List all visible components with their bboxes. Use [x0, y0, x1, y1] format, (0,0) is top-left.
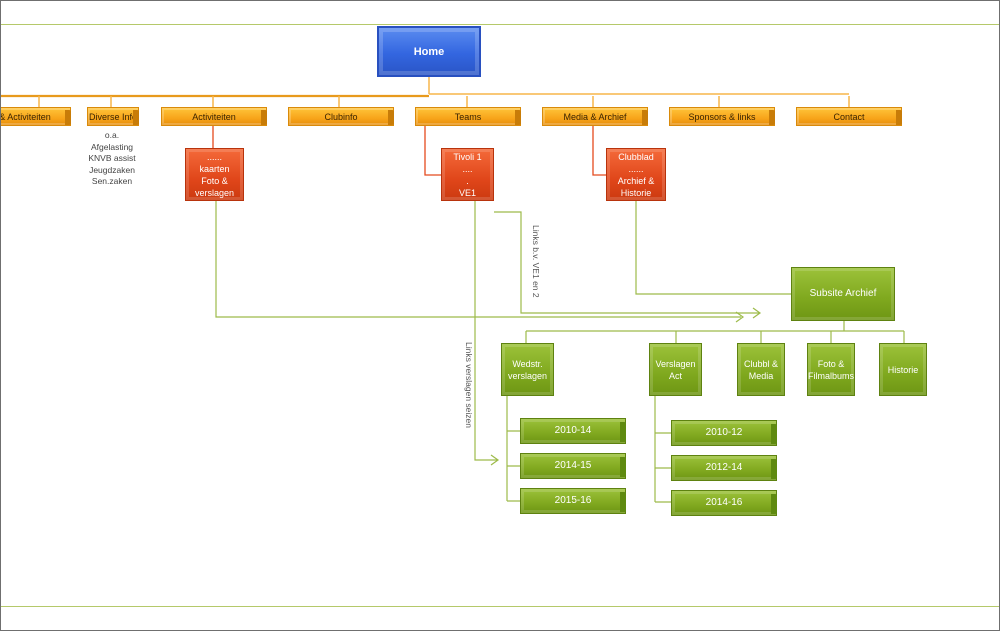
- year-box-act-2014-16: 2014-16: [671, 490, 777, 516]
- tab-activiteiten-partial: & Activiteiten: [0, 107, 71, 126]
- box-line: Act: [668, 370, 682, 381]
- tab-label: Activiteiten: [192, 111, 236, 122]
- box-line: ....: [462, 163, 473, 174]
- year-label: 2010-12: [705, 427, 743, 438]
- wedstr-verslagen-box: Wedstr. verslagen: [501, 343, 554, 396]
- year-label: 2015-16: [554, 495, 592, 506]
- box-line: ......: [628, 163, 644, 174]
- box-line: Tivoli 1: [453, 151, 482, 162]
- year-label: 2012-14: [705, 462, 743, 473]
- note-line: o.a.: [104, 130, 120, 140]
- box-line: Verslagen: [655, 358, 696, 369]
- home-label: Home: [413, 45, 445, 58]
- tab-label: Teams: [454, 111, 482, 122]
- note-line: Sen.zaken: [91, 176, 133, 186]
- year-label: 2014-16: [705, 497, 743, 508]
- home-box: Home: [377, 26, 481, 77]
- year-box-wedstr-2010-14: 2010-14: [520, 418, 626, 444]
- tab-teams: Teams: [415, 107, 521, 126]
- tab-diverse-info: Diverse Info: [87, 107, 139, 126]
- media-subbox: Clubblad ...... Archief & Historie: [606, 148, 666, 201]
- tab-clubinfo: Clubinfo: [288, 107, 394, 126]
- box-line: kaarten: [199, 163, 230, 174]
- top-rule: [1, 24, 999, 25]
- box-line: .: [466, 175, 469, 186]
- note-line: Jeugdzaken: [89, 164, 135, 175]
- bottom-rule: [1, 606, 999, 607]
- tab-activiteiten: Activiteiten: [161, 107, 267, 126]
- diverse-info-note: o.a. Afgelasting KNVB assist Jeugdzaken …: [81, 130, 143, 188]
- tab-label: & Activiteiten: [0, 111, 51, 122]
- box-line: Archief &: [617, 175, 655, 186]
- historie-box: Historie: [879, 343, 927, 396]
- box-line: verslagen: [507, 370, 548, 381]
- verslagen-act-box: Verslagen Act: [649, 343, 702, 396]
- links-ve1-label: Links b.v. VE1 en 2: [531, 225, 541, 298]
- activiteiten-subbox: ...... kaarten Foto & verslagen: [185, 148, 244, 201]
- tab-label: Clubinfo: [324, 111, 358, 122]
- subsite-archief-box: Subsite Archief: [791, 267, 895, 321]
- box-line: Foto &: [201, 175, 228, 186]
- box-label: Subsite Archief: [809, 288, 877, 299]
- year-box-act-2010-12: 2010-12: [671, 420, 777, 446]
- tab-sponsors-links: Sponsors & links: [669, 107, 775, 126]
- tab-contact: Contact: [796, 107, 902, 126]
- note-line: Afgelasting: [90, 141, 134, 152]
- tab-media-archief: Media & Archief: [542, 107, 648, 126]
- links-verslagen-label: Links verslagen seizen: [464, 342, 474, 428]
- year-box-wedstr-2014-15: 2014-15: [520, 453, 626, 479]
- tab-label: Media & Archief: [563, 111, 627, 122]
- box-line: Filmalbums: [808, 370, 855, 381]
- foto-filmalbums-box: Foto & Filmalbums: [807, 343, 855, 396]
- tab-label: Sponsors & links: [688, 111, 756, 122]
- year-label: 2014-15: [554, 460, 592, 471]
- teams-subbox: Tivoli 1 .... . VE1: [441, 148, 494, 201]
- box-line: VE1: [458, 187, 476, 198]
- clubbl-media-box: Clubbl & Media: [737, 343, 785, 396]
- box-line: Wedstr.: [512, 358, 543, 369]
- box-line: Clubblad: [618, 151, 654, 162]
- box-line: Foto &: [817, 358, 845, 369]
- year-box-wedstr-2015-16: 2015-16: [520, 488, 626, 514]
- box-line: ......: [206, 151, 222, 162]
- tab-label: Contact: [833, 111, 865, 122]
- box-line: Clubbl &: [743, 358, 779, 369]
- note-line: KNVB assist: [88, 153, 136, 163]
- box-label: Historie: [887, 364, 919, 375]
- year-box-act-2012-14: 2012-14: [671, 455, 777, 481]
- year-label: 2010-14: [554, 425, 592, 436]
- tab-label: Diverse Info: [88, 111, 138, 122]
- box-line: Media: [748, 370, 774, 381]
- box-line: verslagen: [194, 187, 235, 198]
- box-line: Historie: [620, 187, 652, 198]
